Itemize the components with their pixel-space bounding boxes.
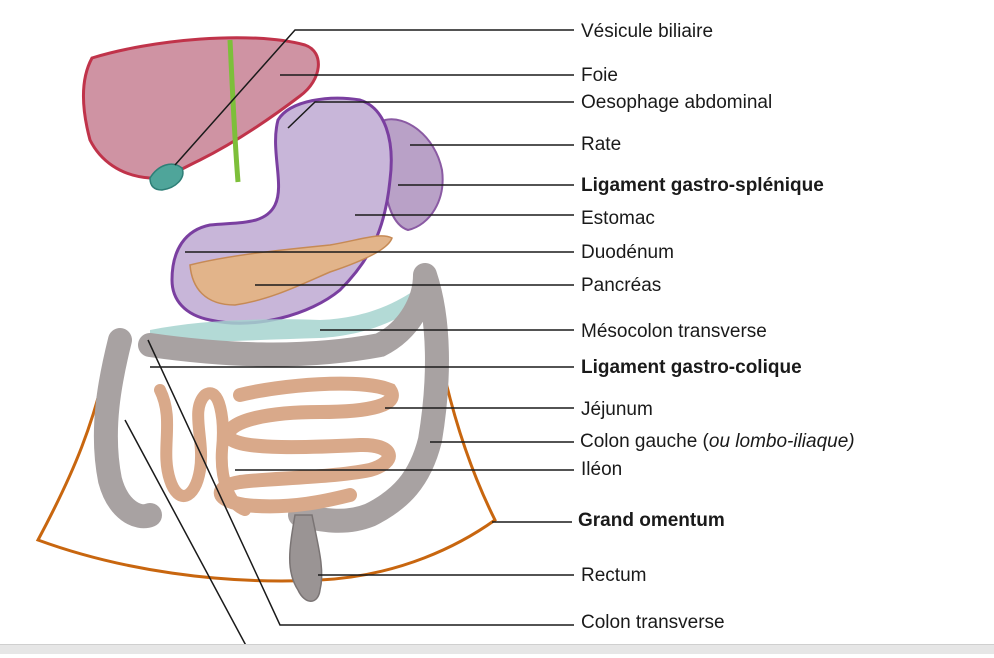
- label-lig-gastro-splenique: Ligament gastro-splénique: [581, 175, 824, 196]
- label-duodenum: Duodénum: [581, 242, 674, 263]
- colon-shape: [93, 263, 449, 533]
- label-grand-omentum: Grand omentum: [578, 510, 725, 531]
- label-colon-gauche-italic: ou lombo-iliaque): [708, 431, 855, 452]
- ileum-loops-shape: [154, 384, 251, 516]
- label-pancreas: Pancréas: [581, 275, 662, 296]
- leader-colon-transverse: [147, 339, 574, 626]
- label-rectum: Rectum: [581, 565, 647, 586]
- label-vesicule: Vésicule biliaire: [581, 21, 714, 42]
- small-intestine-shape: [213, 376, 399, 514]
- bile-duct-shape: [227, 39, 241, 183]
- pancreas-shape: [189, 235, 393, 306]
- label-lig-gastro-colique: Ligament gastro-colique: [581, 357, 802, 378]
- bottom-scrollbar[interactable]: [0, 644, 994, 654]
- rectum-shape: [289, 514, 323, 602]
- label-rate: Rate: [581, 134, 622, 155]
- gallbladder-shape: [149, 163, 184, 191]
- liver-shape: [82, 36, 320, 180]
- label-oesophage: Oesophage abdominal: [581, 92, 773, 113]
- label-colon-gauche-main: Colon gauche (: [580, 431, 709, 452]
- mesocolon-shape: [150, 290, 420, 345]
- label-colon-gauche: Colon gauche (ou lombo-iliaque): [580, 432, 855, 451]
- label-mesocolon: Mésocolon transverse: [581, 321, 767, 342]
- leader-lines: [124, 29, 574, 654]
- leader-vesicule: [174, 29, 574, 166]
- label-jejunum: Jéjunum: [581, 399, 653, 420]
- leader-extra: [124, 419, 251, 654]
- label-estomac: Estomac: [581, 208, 655, 229]
- leader-oesophage: [287, 101, 574, 129]
- label-foie: Foie: [581, 65, 618, 86]
- label-ileon: Iléon: [581, 459, 623, 480]
- label-colon-transverse: Colon transverse: [581, 612, 725, 633]
